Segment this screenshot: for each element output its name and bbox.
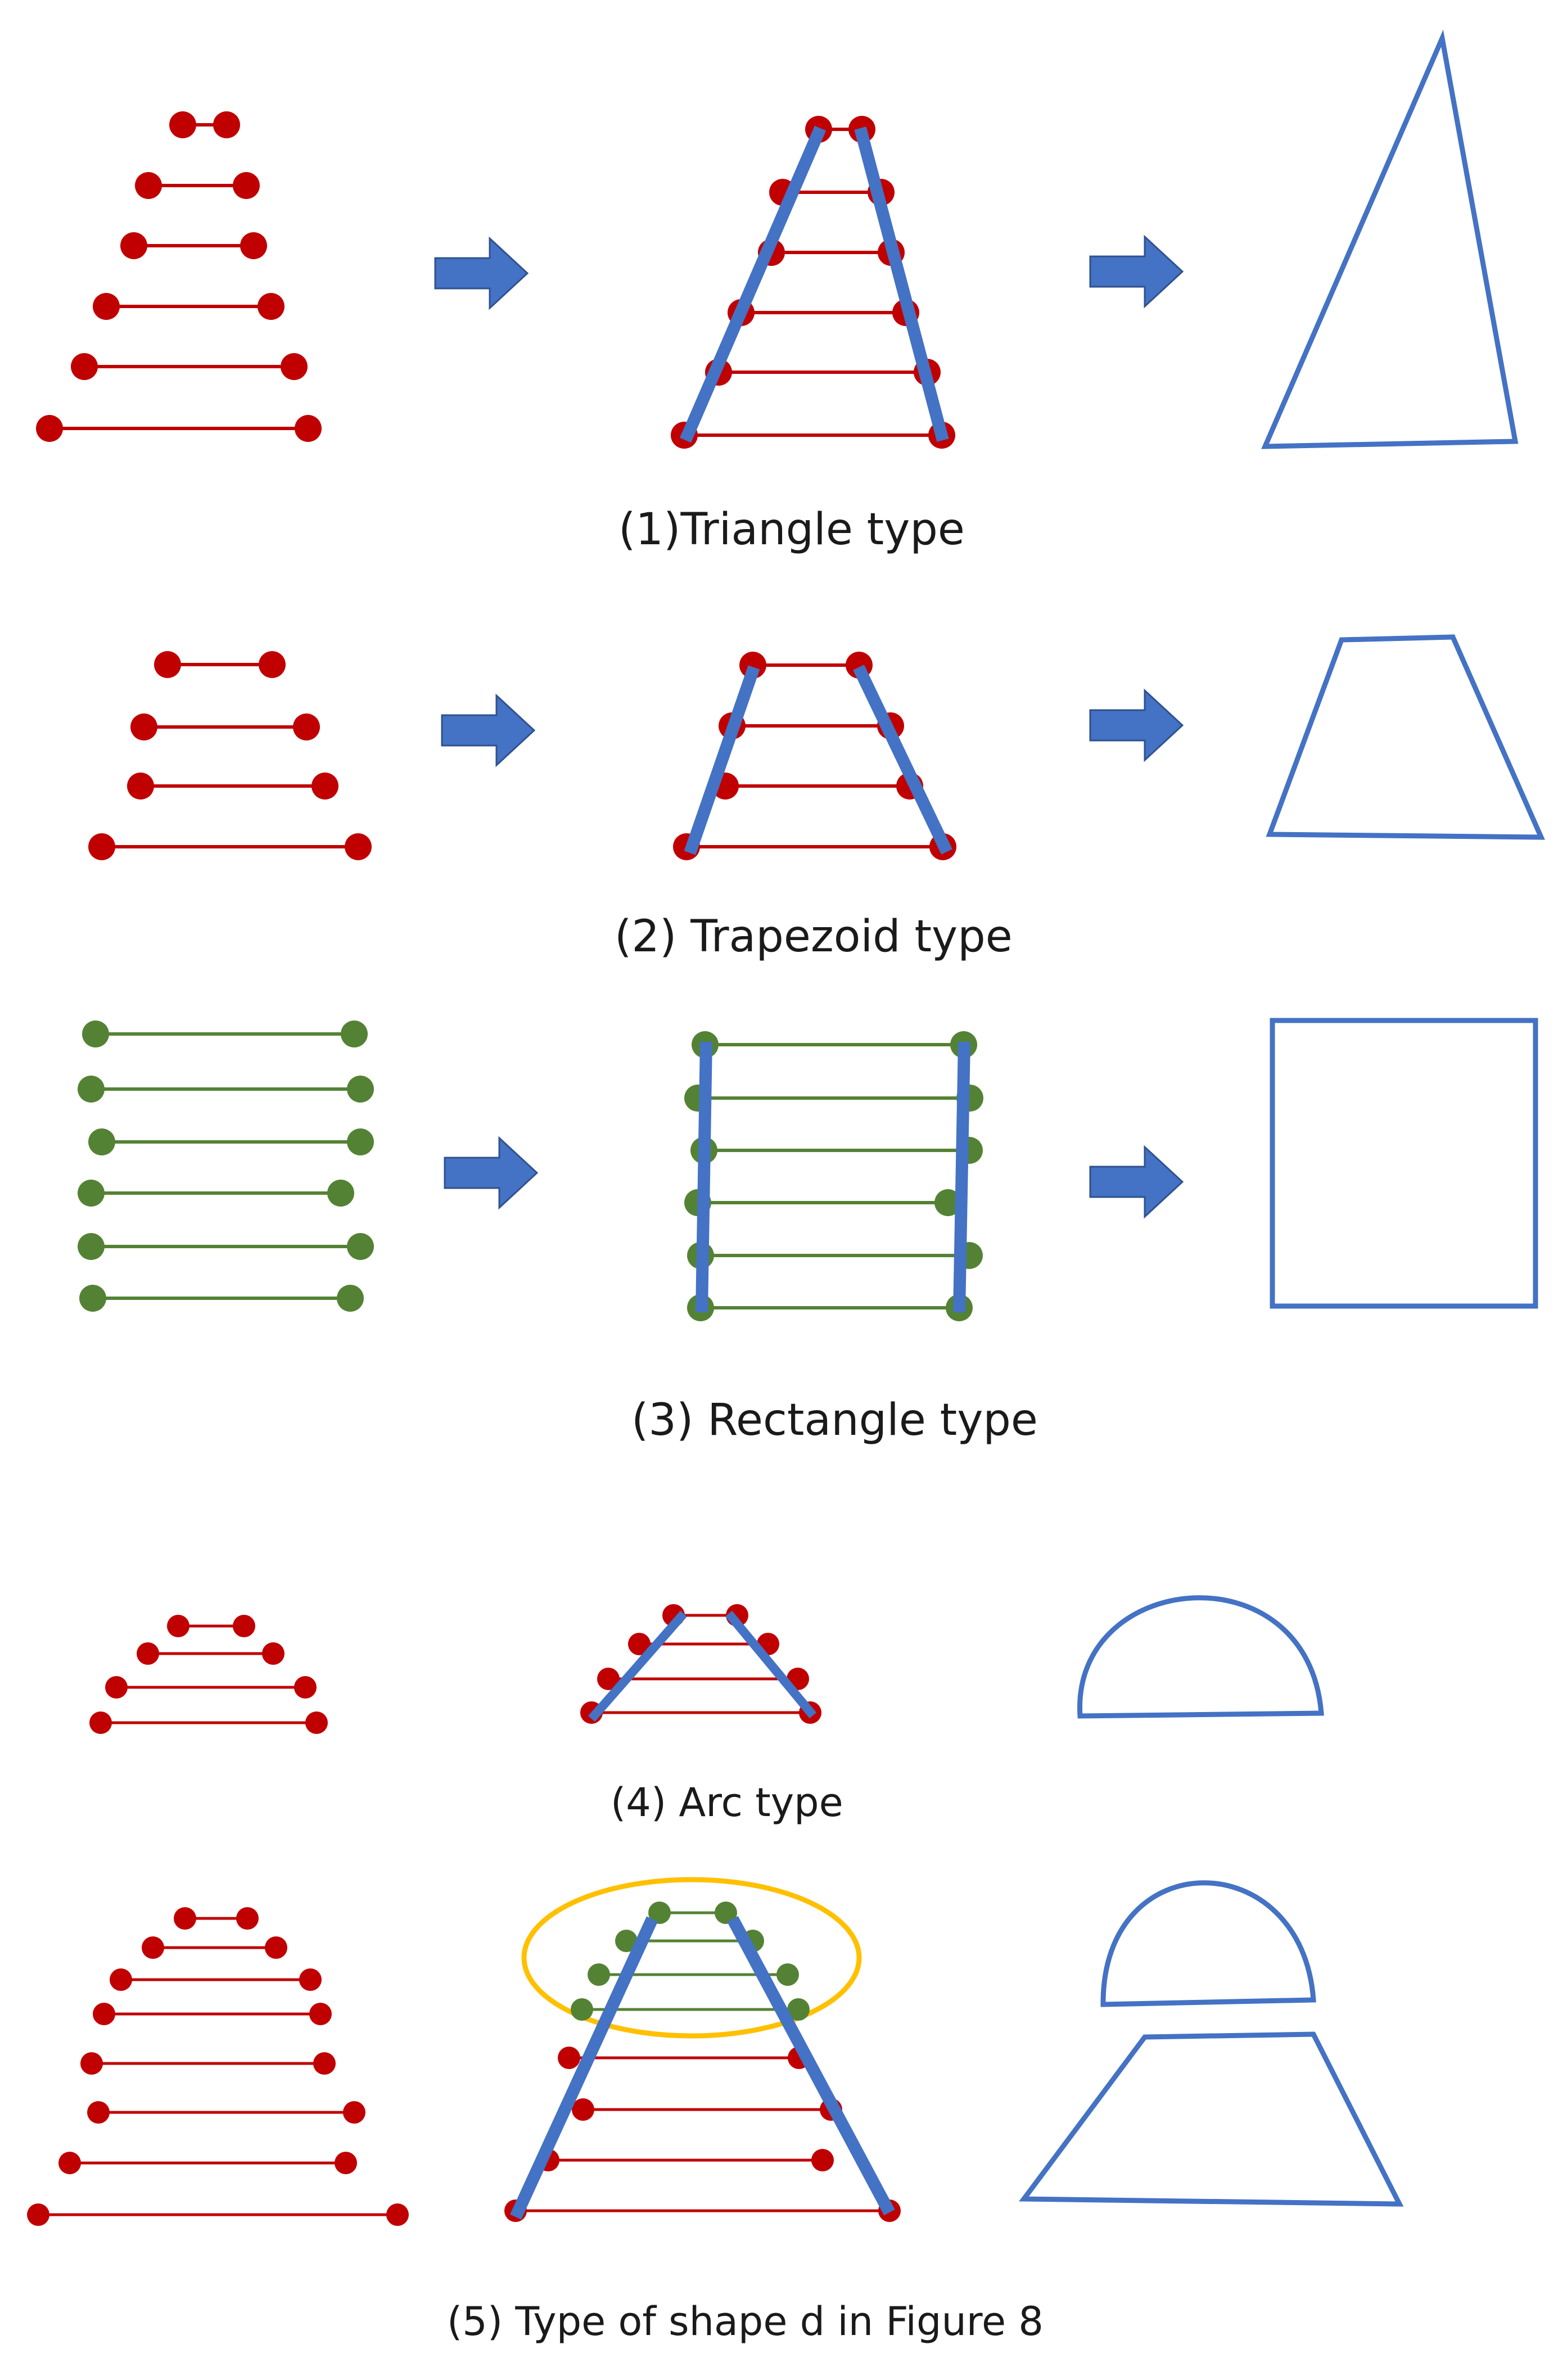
trapezoid-shape xyxy=(1019,2031,1404,2207)
right-arrow-icon xyxy=(1089,234,1184,309)
right-arrow-icon xyxy=(1089,1145,1184,1219)
trapezoid-segments-left xyxy=(88,651,372,860)
shape-d-fit-lines xyxy=(510,1916,895,2220)
triangle-fit-lines xyxy=(679,125,949,443)
row-triangle: (1)Triangle type xyxy=(36,29,1519,555)
trapezoid-fit-lines xyxy=(684,665,952,855)
right-arrow-icon xyxy=(434,236,529,310)
row-shape-d: (5) Type of shape d in Figure 8 xyxy=(27,1877,1404,2345)
arc-fit-lines xyxy=(588,1610,817,1722)
caption-trapezoid: (2) Trapezoid type xyxy=(615,911,1013,962)
caption-rectangle: (3) Rectangle type xyxy=(631,1395,1038,1446)
right-arrow-icon xyxy=(441,693,536,767)
rectangle-fit-lines xyxy=(696,1041,970,1313)
right-arrow-icon xyxy=(1089,688,1184,762)
right-arrow-icon xyxy=(444,1136,539,1210)
caption-shape-d: (5) Type of shape d in Figure 8 xyxy=(447,2298,1044,2345)
caption-triangle: (1)Triangle type xyxy=(618,504,965,555)
row-rectangle: (3) Rectangle type xyxy=(78,1018,1538,1446)
trapezoid-shape xyxy=(1266,634,1545,840)
rectangle-segments-left xyxy=(78,1020,374,1312)
arc-segments-fitted xyxy=(580,1604,821,1724)
trapezoid-segments-fitted xyxy=(673,652,956,860)
row-trapezoid: (2) Trapezoid type xyxy=(88,634,1545,962)
triangle-shape xyxy=(1261,29,1519,449)
rectangle-segments-fitted xyxy=(684,1031,983,1321)
highlight-ellipse xyxy=(521,1877,862,2039)
triangle-segments-fitted xyxy=(671,116,955,449)
arc-segments-left xyxy=(89,1615,328,1734)
rectangle-shape xyxy=(1270,1018,1538,1309)
semicircle-shape xyxy=(1077,1595,1324,1719)
shape-d-segments-left xyxy=(27,1907,409,2226)
row-arc: (4) Arc type xyxy=(89,1595,1324,1826)
triangle-segments-left xyxy=(36,111,322,442)
caption-arc: (4) Arc type xyxy=(611,1780,843,1826)
semicircle-shape xyxy=(1100,1880,1316,2007)
